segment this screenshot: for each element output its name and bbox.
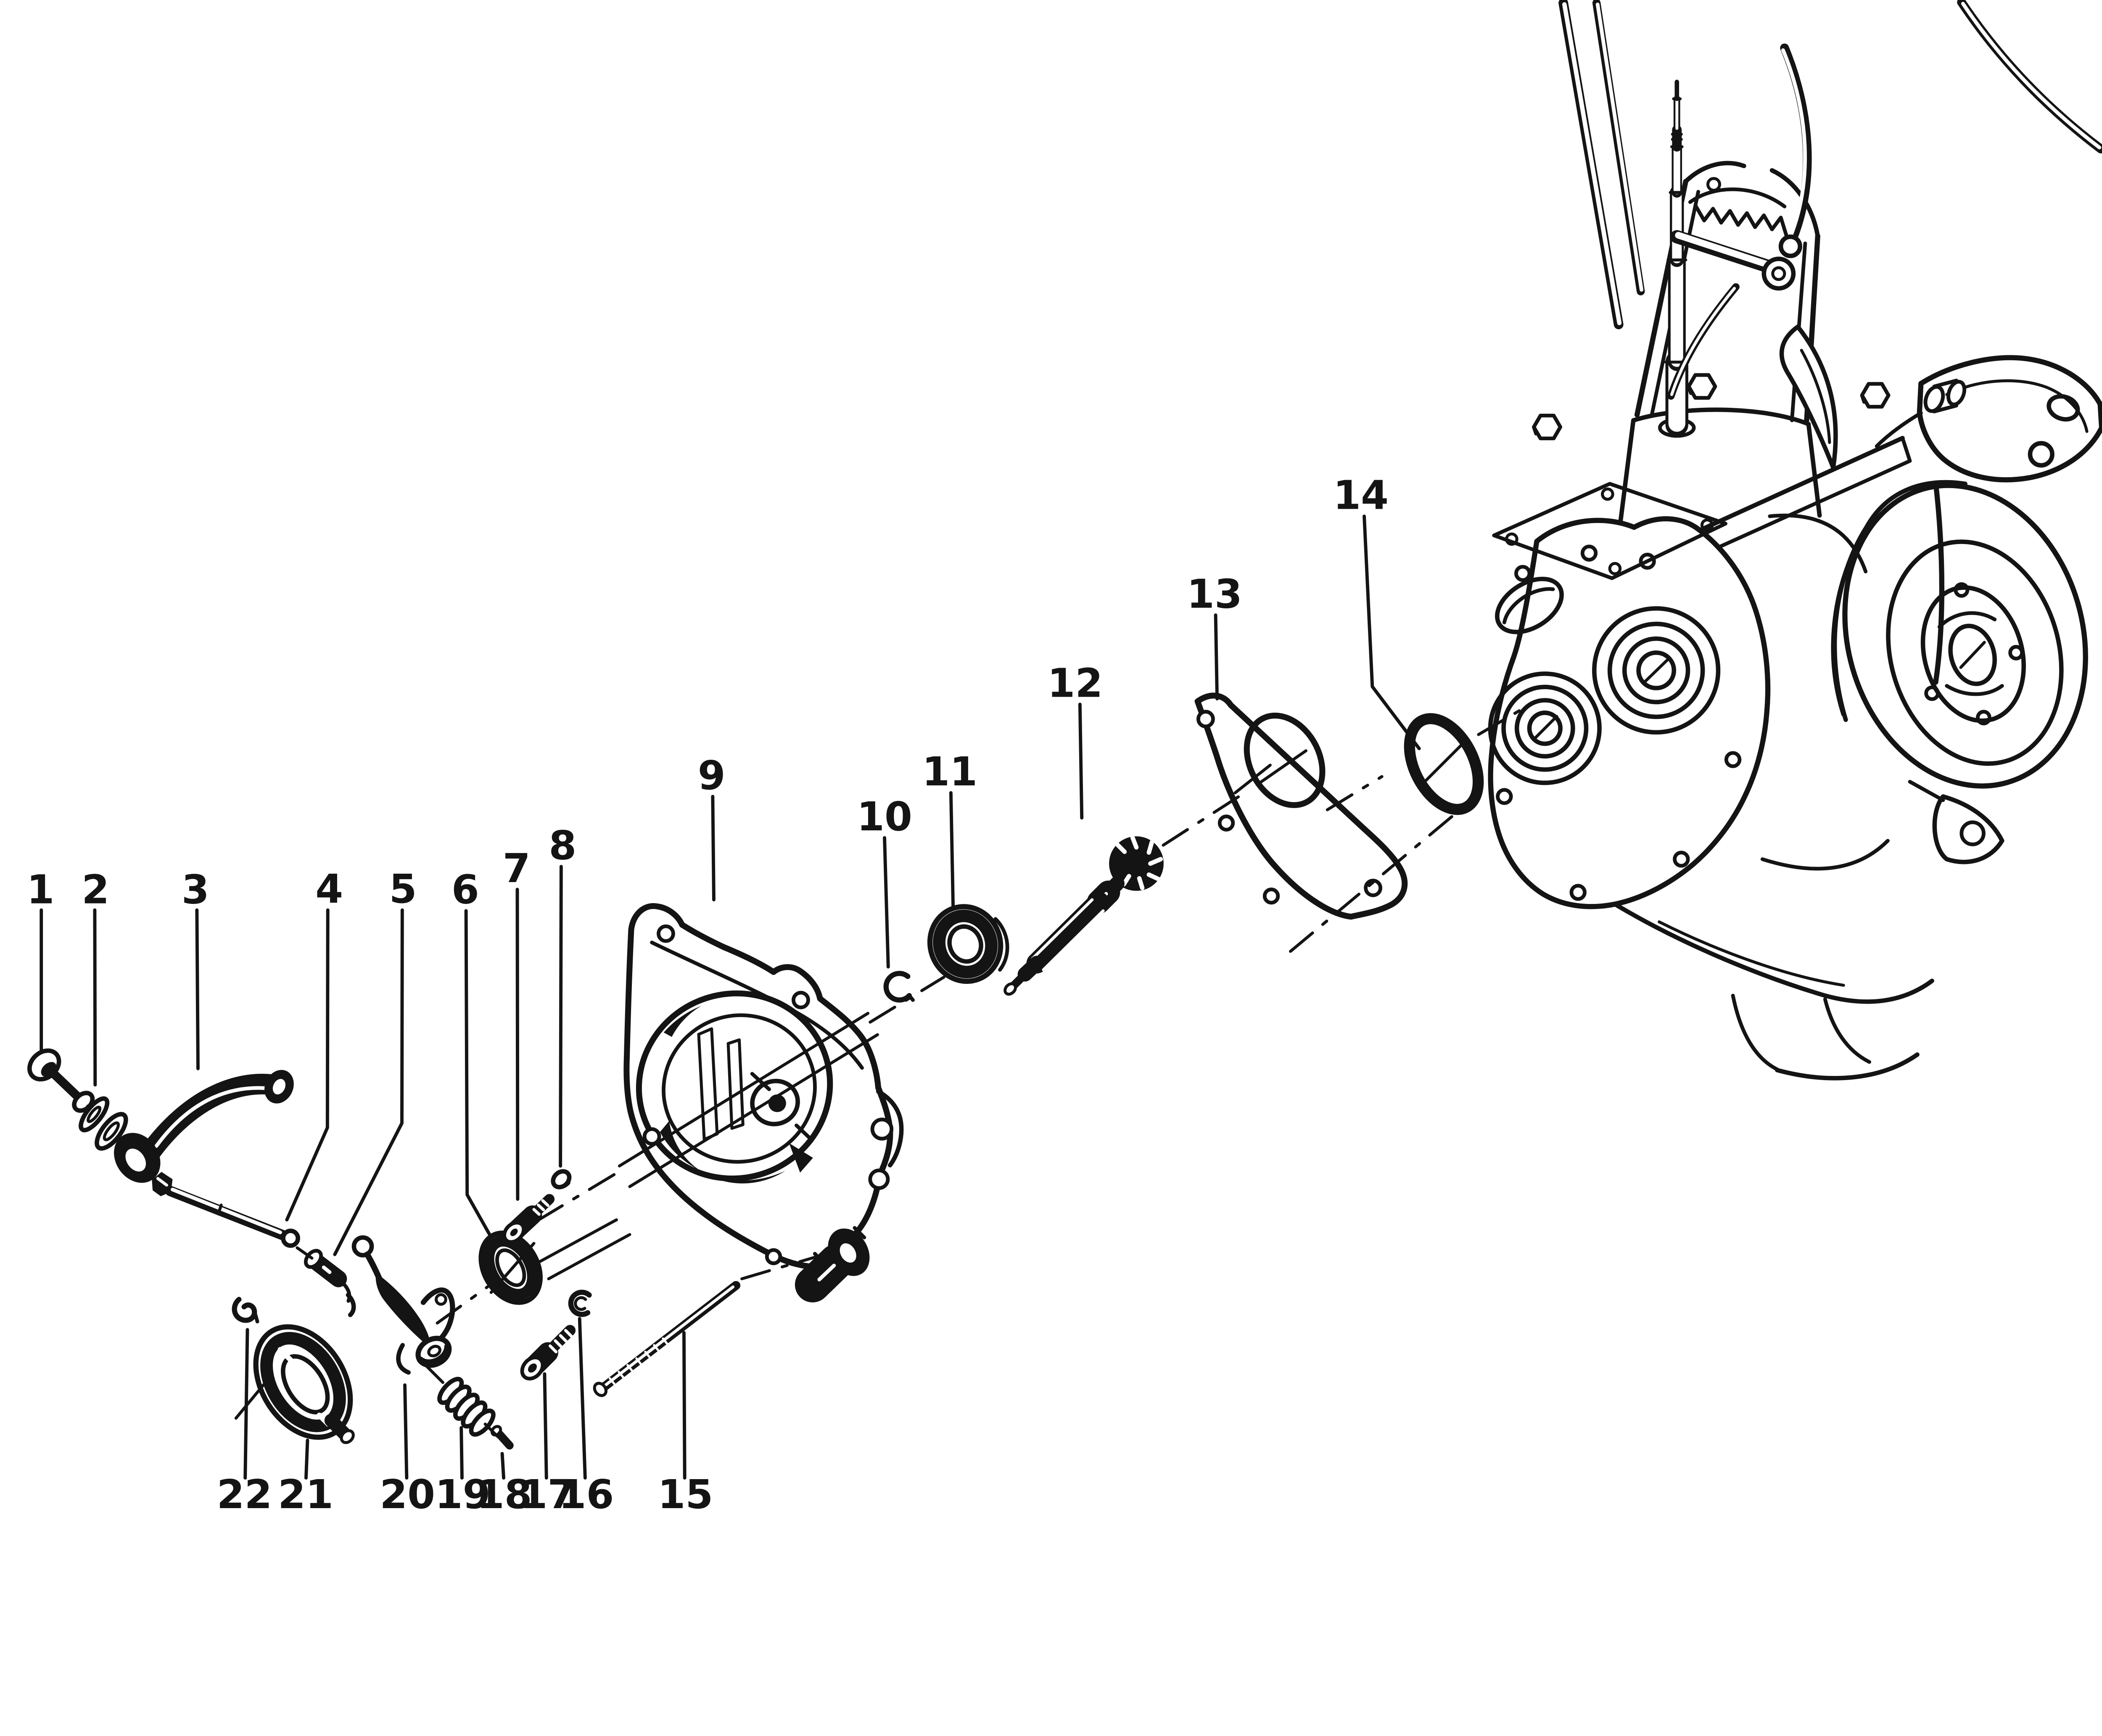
- part-number-3: 3: [182, 867, 209, 913]
- part-seal-ring-6: [478, 1230, 543, 1305]
- bearing-bore-upper: [1592, 606, 1721, 735]
- top-hex-bolts: [1532, 373, 1891, 441]
- part-pin-18: [490, 1425, 514, 1450]
- clutch-drum: [1831, 480, 2088, 789]
- mount-bracket: [1875, 355, 2102, 483]
- shift-gate-teeth: [1694, 204, 1790, 243]
- part-number-18: 18: [477, 1472, 532, 1518]
- part-bearing-21: [234, 1324, 355, 1444]
- part-bolt-7: [502, 1194, 555, 1244]
- lower-bracket: [1908, 779, 2004, 864]
- part-o-ring-14: [1404, 713, 1484, 815]
- leader-line-7: [515, 888, 520, 1201]
- leader-line-4: [285, 908, 330, 1222]
- part-number-11: 11: [922, 749, 977, 795]
- shift-linkage: [1667, 230, 1838, 470]
- part-washer-16: [568, 1289, 592, 1317]
- base-plate: [1492, 482, 1727, 580]
- shift-fork-blade: [1779, 324, 1838, 470]
- part-number-6: 6: [452, 867, 479, 913]
- part-cover-plate-9: [618, 903, 904, 1303]
- gearbox-housing: [1488, 436, 1945, 1081]
- part-number-17: 17: [520, 1472, 576, 1518]
- leader-line-22: [243, 1328, 249, 1480]
- part-number-19: 19: [435, 1472, 491, 1518]
- part-number-8: 8: [549, 822, 576, 869]
- leader-line-15: [682, 1331, 687, 1480]
- part-rod-4: [152, 1172, 300, 1248]
- leader-line-11: [949, 791, 955, 909]
- part-nut-8: [551, 1169, 572, 1189]
- leader-line-17: [543, 1372, 548, 1480]
- part-hose-3: [114, 1070, 294, 1183]
- part-clip-22: [232, 1297, 259, 1324]
- leader-line-12: [1078, 703, 1084, 820]
- part-snap-ring-10: [883, 971, 915, 1003]
- part-bearing-11: [927, 904, 1009, 984]
- leader-line-13: [1214, 613, 1219, 700]
- leader-line-8: [559, 865, 563, 1168]
- part-number-9: 9: [698, 753, 726, 799]
- gearbox-assembly: [1488, 0, 2102, 1081]
- part-input-shaft-12: [1003, 835, 1164, 996]
- part-number-2: 2: [82, 867, 109, 913]
- leader-line-18: [500, 1452, 505, 1480]
- leader-line-20: [403, 1383, 409, 1480]
- leader-line-14: [1363, 514, 1421, 750]
- leader-line-19: [459, 1426, 464, 1480]
- part-number-12: 12: [1048, 661, 1103, 707]
- part-gasket-13: [1194, 692, 1408, 920]
- part-washer-2: [79, 1096, 128, 1151]
- part-number-1: 1: [27, 867, 55, 913]
- part-number-13: 13: [1187, 571, 1242, 617]
- part-bolt-17: [520, 1325, 576, 1381]
- part-spring-19: [437, 1377, 496, 1437]
- part-number-20: 20: [380, 1472, 435, 1518]
- leader-line-10: [883, 836, 890, 969]
- leader-line-3: [195, 908, 200, 1070]
- leader-line-6: [464, 909, 492, 1237]
- leader-line-5: [333, 908, 404, 1256]
- part-screw-1: [27, 1048, 96, 1114]
- control-rods: [1558, 0, 2102, 330]
- leader-line-9: [711, 795, 716, 901]
- part-number-10: 10: [857, 794, 912, 840]
- axis-line-pair: [618, 1012, 879, 1188]
- part-number-5: 5: [389, 866, 417, 912]
- part-number-14: 14: [1333, 472, 1389, 518]
- leader-line-21: [304, 1438, 309, 1480]
- part-fork-lever-20: [346, 1235, 455, 1375]
- part-number-4: 4: [315, 866, 343, 912]
- cable-top-right: [1957, 0, 2102, 153]
- part-stud-15: [593, 1281, 741, 1397]
- part-number-22: 22: [217, 1472, 272, 1518]
- center-lines: [296, 707, 1524, 1438]
- leader-line-16: [578, 1317, 587, 1480]
- part-number-7: 7: [503, 846, 531, 892]
- shift-cable: [1780, 43, 1812, 243]
- part-number-21: 21: [278, 1472, 333, 1518]
- part-number-16: 16: [559, 1472, 614, 1518]
- part-number-15: 15: [658, 1472, 713, 1518]
